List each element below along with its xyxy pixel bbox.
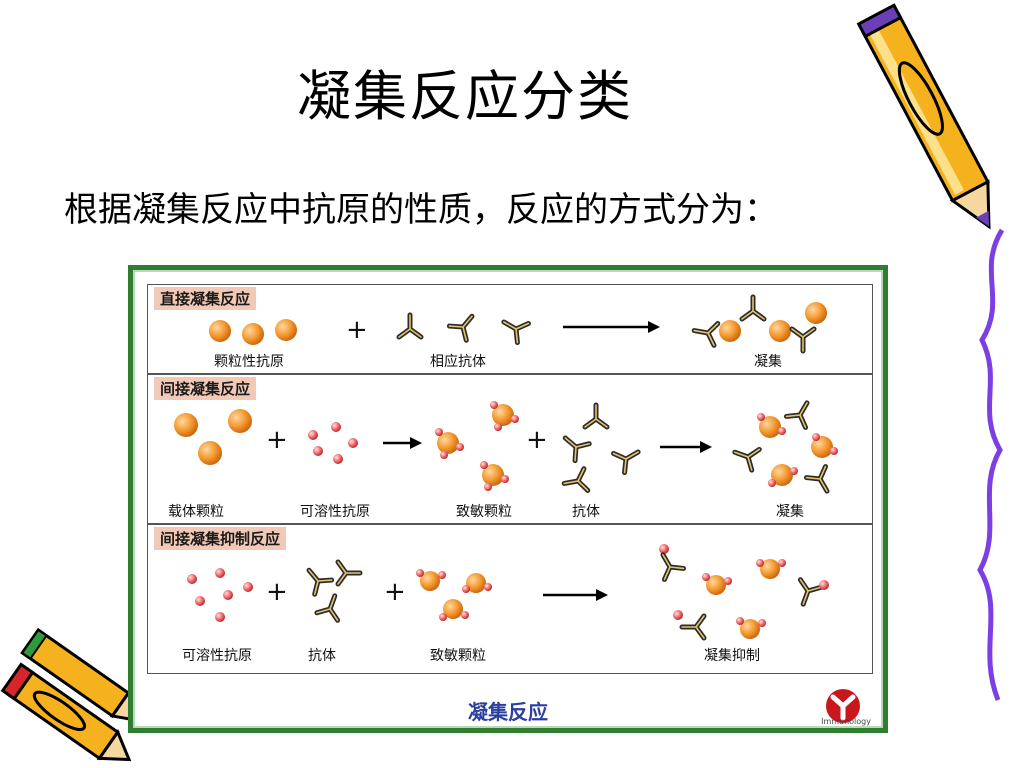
sensitized-particle	[439, 599, 469, 621]
pencil-decoration-top-right	[856, 3, 991, 230]
op-plus: +	[266, 577, 288, 607]
soluble-antigen	[348, 438, 358, 448]
figure-inner: 直接凝集反应 + 颗粒性抗原 相应抗体 凝集	[133, 270, 883, 728]
slide-title: 凝集反应分类	[297, 65, 633, 128]
op-plus: +	[384, 577, 406, 607]
antibody-icon	[742, 297, 764, 319]
agglutinated-particle	[719, 320, 741, 342]
label-agglutination-inhibition: 凝集抑制	[704, 648, 760, 664]
soluble-antigen	[215, 612, 225, 622]
panel-title: 间接凝集抑制反应	[154, 527, 287, 550]
soluble-antigen	[308, 430, 318, 440]
slide-subtitle: 根据凝集反应中抗原的性质，反应的方式分为：	[64, 190, 778, 230]
panel-title: 直接凝集反应	[154, 287, 257, 310]
arrow-head	[648, 321, 660, 333]
sensitized-particle	[416, 569, 446, 591]
antibody-icon	[399, 315, 421, 337]
antibody-icon	[562, 469, 587, 494]
soluble-antigen	[187, 574, 197, 584]
agglutination-figure: 直接凝集反应 + 颗粒性抗原 相应抗体 凝集	[128, 265, 888, 733]
particulate-antigen	[209, 320, 231, 342]
antibody-icon	[558, 430, 589, 461]
soluble-antigen	[333, 454, 343, 464]
label-sensitized-particle: 致敏颗粒	[430, 648, 486, 664]
antibody-icon	[449, 309, 480, 340]
particulate-antigen	[242, 323, 264, 345]
label-sensitized-particle: 致敏颗粒	[456, 504, 512, 520]
figure-caption: 凝集反应	[468, 700, 548, 724]
antibody-icon	[317, 592, 345, 620]
agglutination-inhibition-diagram	[187, 544, 829, 675]
carrier-particle	[198, 441, 222, 465]
particulate-antigen	[275, 319, 297, 341]
sensitized-particle	[480, 461, 509, 491]
sensitized-particle	[490, 401, 519, 431]
op-plus: +	[526, 425, 548, 455]
label-antibody: 抗体	[572, 504, 600, 520]
inhibited-components	[653, 544, 829, 639]
label-antibody: 相应抗体	[430, 354, 486, 370]
wavy-line-decoration	[977, 228, 1005, 701]
indirect-agglutination-diagram	[174, 375, 874, 525]
label-particulate-antigen: 颗粒性抗原	[214, 354, 284, 370]
logo-text: Immunology	[821, 717, 871, 726]
label-soluble-antigen: 可溶性抗原	[300, 504, 370, 520]
soluble-antigen	[243, 582, 253, 592]
agglutinated-complex	[731, 397, 838, 496]
antibody-icon	[692, 320, 717, 345]
label-agglutination: 凝集	[776, 504, 804, 520]
carrier-particle	[174, 413, 198, 437]
antibody-icon	[301, 563, 332, 594]
label-agglutination: 凝集	[754, 354, 782, 370]
soluble-antigen	[215, 568, 225, 578]
agglutinated-particle	[769, 320, 791, 342]
label-antibody: 抗体	[308, 648, 336, 664]
soluble-antigen	[313, 446, 323, 456]
op-plus: +	[346, 315, 368, 345]
op-plus: +	[266, 425, 288, 455]
sensitized-particle	[462, 573, 492, 593]
antibody-icon	[338, 562, 360, 584]
panel-direct-agglutination: 直接凝集反应 + 颗粒性抗原 相应抗体 凝集	[147, 284, 873, 374]
arrow-head	[410, 437, 422, 449]
arrow-head	[700, 441, 712, 453]
agglutinated-particle	[805, 302, 827, 324]
label-carrier-particle: 载体颗粒	[168, 504, 224, 520]
antibody-icon	[614, 442, 644, 472]
antibody-icon	[498, 312, 528, 342]
carrier-particle	[228, 409, 252, 433]
soluble-antigen	[331, 422, 341, 432]
soluble-antigen	[195, 596, 205, 606]
antibody-icon	[792, 329, 814, 351]
panel-title: 间接凝集反应	[154, 377, 257, 400]
arrow-head	[596, 589, 608, 601]
direct-agglutination-diagram	[209, 285, 827, 375]
immunology-logo-icon	[826, 689, 860, 723]
panel-agglutination-inhibition: 间接凝集抑制反应	[147, 524, 873, 674]
sensitized-particle	[435, 428, 464, 459]
panel-indirect-agglutination: 间接凝集反应	[147, 374, 873, 524]
label-soluble-antigen: 可溶性抗原	[182, 648, 252, 664]
soluble-antigen	[223, 590, 233, 600]
antibody-icon	[585, 405, 607, 427]
